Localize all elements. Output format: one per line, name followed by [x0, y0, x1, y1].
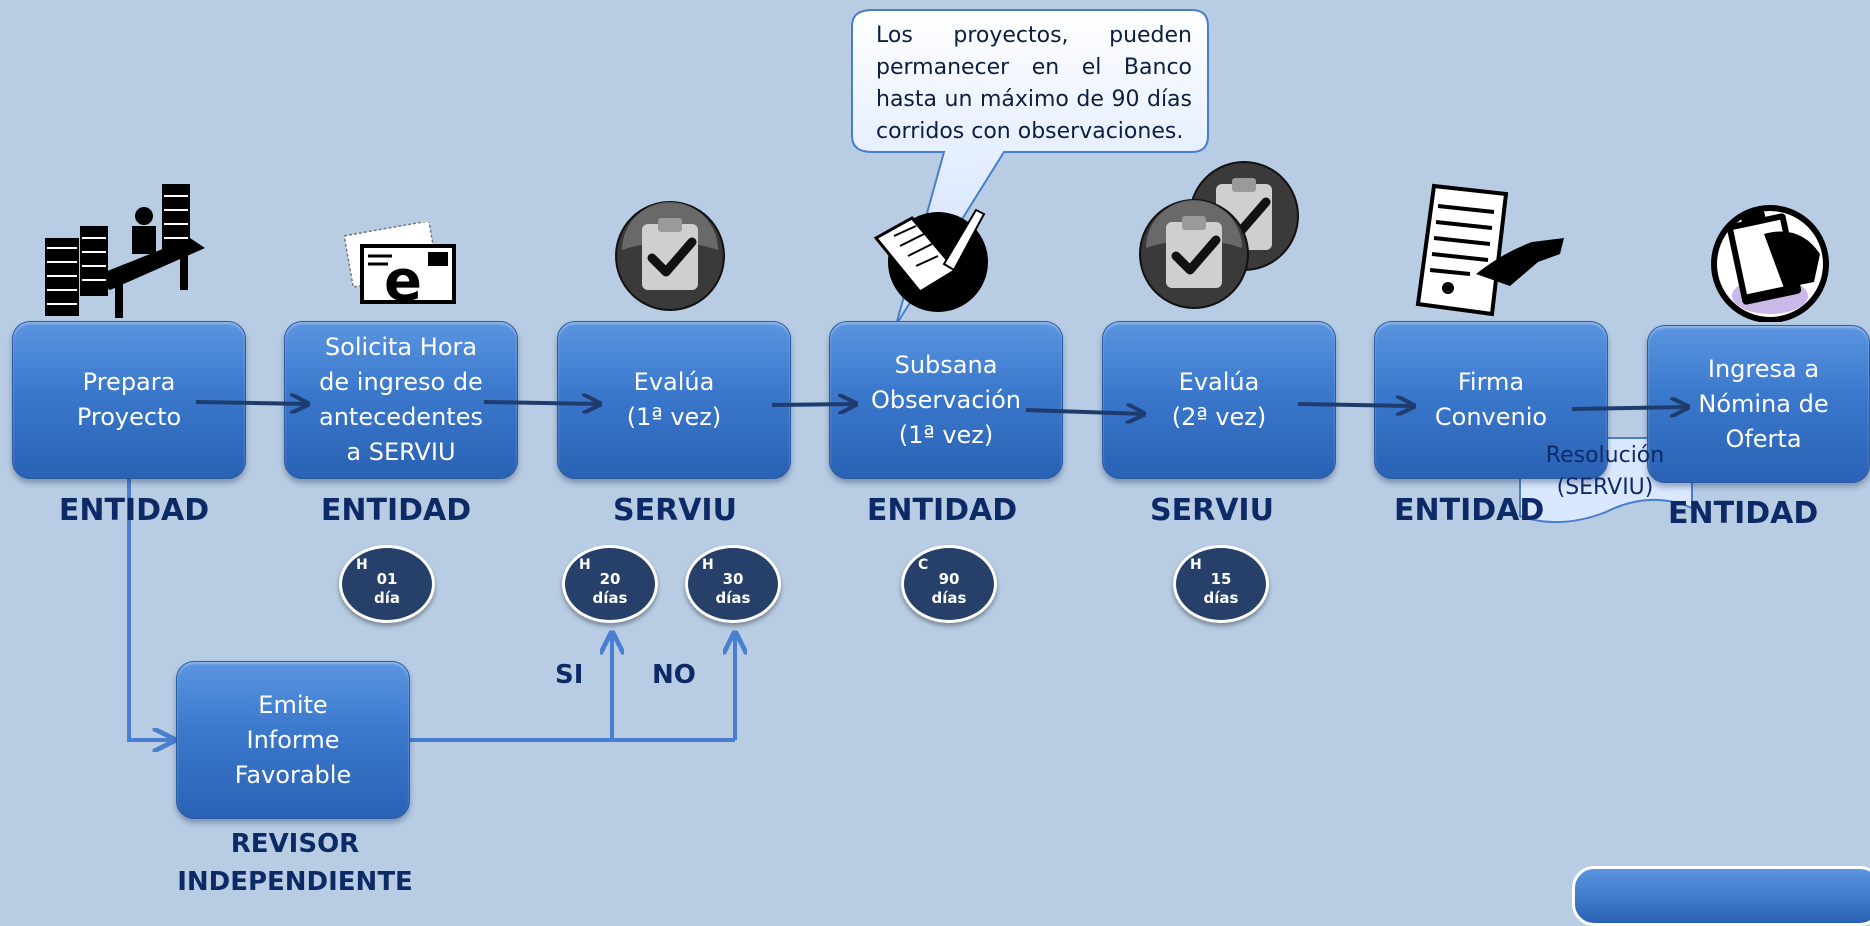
- role-label: ENTIDAD: [1394, 493, 1545, 528]
- step-ingresa-nomina: Ingresa a Nómina de Oferta: [1647, 325, 1870, 483]
- role-label-revisor: REVISOR INDEPENDIENTE: [177, 829, 413, 897]
- duration-badge: H 20 días: [562, 545, 658, 623]
- clipboard-check-icon: [615, 201, 725, 311]
- svg-text:e: e: [384, 249, 422, 308]
- badge-value: 90: [938, 570, 960, 588]
- badge-unit: días: [592, 589, 628, 607]
- badge-code: H: [356, 557, 368, 573]
- duration-badge: H 01 día: [339, 545, 435, 623]
- role-label: SERVIU: [1150, 493, 1274, 528]
- badge-code: C: [918, 557, 929, 573]
- role-label: ENTIDAD: [866, 493, 1018, 528]
- badge-unit: días: [1203, 589, 1239, 607]
- badge-code: H: [579, 557, 591, 573]
- role-label: ENTIDAD: [1668, 496, 1819, 531]
- signing-document-icon: [873, 208, 988, 312]
- resolution-note: Resolución (SERVIU): [1545, 443, 1665, 500]
- decision-no-label: NO: [652, 660, 696, 690]
- badge-unit: día: [373, 589, 400, 607]
- badge-value: 30: [722, 570, 744, 588]
- role-label: ENTIDAD: [58, 493, 210, 528]
- office-desk-icon: [45, 184, 205, 318]
- email-icon: e: [344, 222, 456, 308]
- badge-code: H: [1190, 557, 1202, 573]
- step-subsana-observacion: Subsana Observación (1ª vez): [829, 321, 1063, 479]
- contract-sign-icon: [1415, 183, 1564, 317]
- step-solicita-hora: Solicita Hora de ingreso de antecedentes…: [284, 321, 518, 479]
- clipboard-hand-icon: [1711, 205, 1829, 322]
- badge-code: H: [702, 557, 714, 573]
- badge-value: 20: [599, 570, 621, 588]
- role-label: ENTIDAD: [320, 493, 472, 528]
- decision-yes-label: SI: [555, 660, 584, 690]
- step-evalua-1: Evalúa (1ª vez): [557, 321, 791, 479]
- step-evalua-2: Evalúa (2ª vez): [1102, 321, 1336, 479]
- duration-badge: H 30 días: [685, 545, 781, 623]
- step-emite-informe: Emite Informe Favorable: [176, 661, 410, 819]
- badge-unit: días: [715, 589, 751, 607]
- duration-badge: H 15 días: [1173, 545, 1269, 623]
- badge-unit: días: [931, 589, 967, 607]
- badge-value: 01: [376, 570, 398, 588]
- role-label: SERVIU: [613, 493, 737, 528]
- callout-text: Los proyectos, pueden permanecer en el B…: [876, 23, 1192, 144]
- double-clipboard-check-icon: [1139, 161, 1299, 309]
- badge-value: 15: [1210, 570, 1232, 588]
- duration-badge: C 90 días: [901, 545, 997, 623]
- step-prepara-proyecto: Prepara Proyecto: [12, 321, 246, 479]
- next-step-box-partial: [1572, 866, 1870, 926]
